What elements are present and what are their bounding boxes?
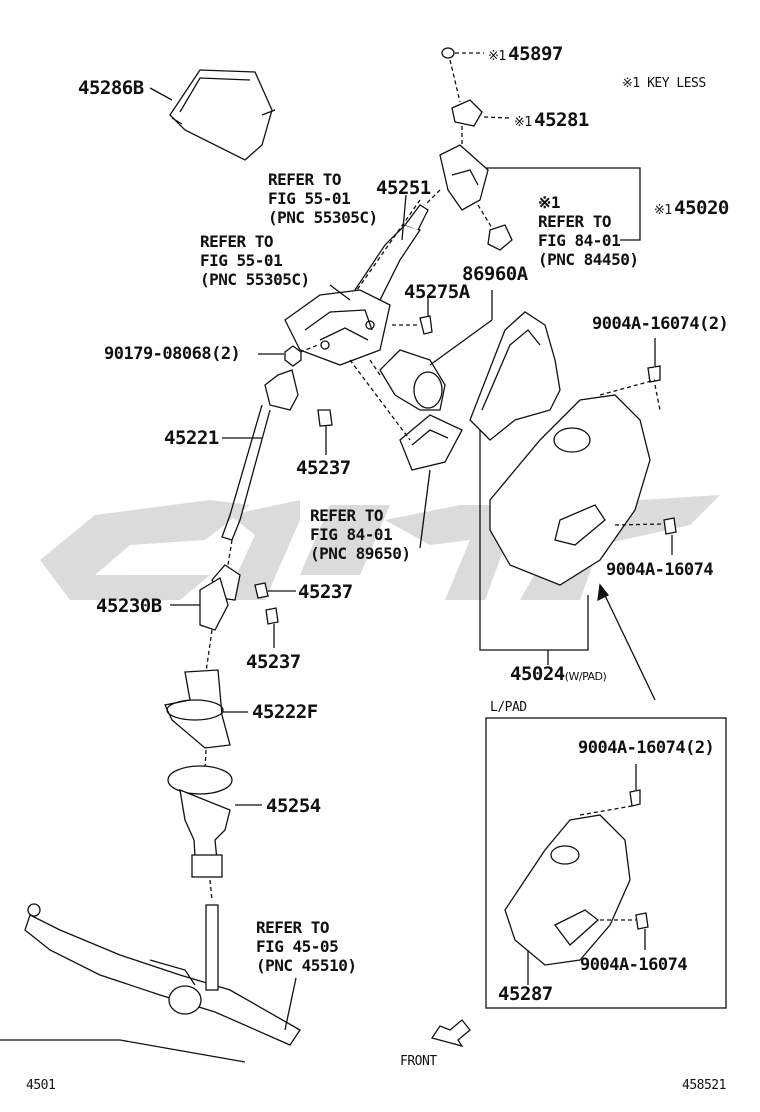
- line-art: [0, 47, 727, 1063]
- ref-line: (PNC 55305C): [200, 270, 310, 289]
- ref-line: FIG 45-05: [256, 937, 339, 956]
- ref-line: FIG 55-01: [268, 189, 351, 208]
- part-45254-label: 45254: [266, 795, 321, 817]
- part-45251-label: 45251: [376, 177, 431, 199]
- part-9004A-top-label: 9004A-16074(2): [592, 314, 729, 334]
- ref-line: FIG 84-01: [538, 231, 621, 250]
- part-45275A-label: 45275A: [404, 281, 470, 303]
- part-45222F-label: 45222F: [252, 701, 318, 723]
- part-9004A-lpad-label: 9004A-16074: [580, 955, 688, 975]
- part-45237-b-label: 45237: [298, 581, 353, 603]
- ref-line: REFER TO: [310, 506, 384, 525]
- part-45221-label: 45221: [164, 427, 219, 449]
- w-pad-suffix: (W/PAD): [564, 670, 607, 683]
- ref-line: (PNC 89650): [310, 544, 411, 563]
- ref-line: (PNC 55305C): [268, 208, 378, 227]
- part-9004A-lpad-top-label: 9004A-16074(2): [578, 738, 715, 758]
- ref-line: (PNC 84450): [538, 250, 639, 269]
- ref-line: REFER TO: [538, 212, 612, 231]
- part-90179-label: 90179-08068(2): [104, 344, 241, 364]
- ref-line: REFER TO: [268, 170, 342, 189]
- part-45237-a-label: 45237: [296, 457, 351, 479]
- keyless-note: ※1 KEY LESS: [622, 76, 706, 91]
- ref-line: REFER TO: [200, 232, 274, 251]
- part-45024-label: 45024(W/PAD): [510, 663, 607, 685]
- part-86960A-label: 86960A: [462, 263, 528, 285]
- front-label: FRONT: [400, 1054, 437, 1069]
- footer-left-code: 4501: [26, 1078, 56, 1093]
- ref-line: (PNC 45510): [256, 956, 357, 975]
- ref-line: FIG 84-01: [310, 525, 393, 544]
- ref-line: FIG 55-01: [200, 251, 283, 270]
- footer-right-code: 458521: [682, 1078, 726, 1093]
- ref-mark: ※1: [538, 193, 561, 212]
- lpad-inset-title: L/PAD: [490, 700, 527, 715]
- part-45230B-label: 45230B: [96, 595, 162, 617]
- part-45287-label: 45287: [498, 983, 553, 1005]
- part-45237-c-label: 45237: [246, 651, 301, 673]
- part-9004A-right-label: 9004A-16074: [606, 560, 714, 580]
- ref-line: REFER TO: [256, 918, 330, 937]
- part-45286B-label: 45286B: [78, 77, 144, 99]
